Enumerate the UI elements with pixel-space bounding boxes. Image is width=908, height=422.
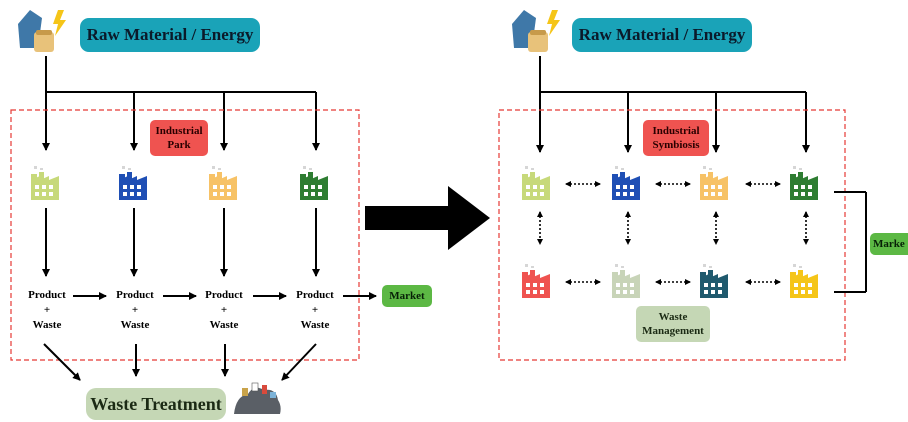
right-exchange-arrows — [537, 181, 809, 285]
factory-icon — [700, 166, 728, 200]
product-text: Product — [205, 289, 243, 301]
plus-text: + — [311, 304, 319, 316]
left-market-label: Market — [382, 285, 432, 307]
product-text: Product — [296, 289, 334, 301]
left-feed-lines — [42, 56, 320, 151]
right-factories-top — [522, 166, 818, 200]
plus-text: + — [220, 304, 228, 316]
waste-treatment-label: Waste Treatment — [86, 388, 226, 420]
factory-icon — [612, 264, 640, 298]
waste-text: Waste — [300, 319, 330, 331]
right-industrial-symbiosis-label: Industrial Symbiosis — [643, 120, 709, 156]
factory-icon — [612, 166, 640, 200]
factory-icon — [31, 166, 59, 200]
waste-text: Waste — [120, 319, 150, 331]
factory-icon — [300, 166, 328, 200]
factory-icon — [522, 264, 550, 298]
resource-bag-icon — [18, 10, 54, 52]
left-output-arrows — [42, 208, 320, 277]
left-waste-arrows — [43, 343, 317, 381]
product-waste-2: Product + Waste — [110, 288, 160, 333]
resource-bag-icon — [512, 10, 548, 52]
lightning-icon — [547, 10, 560, 36]
factory-icon — [209, 166, 237, 200]
product-waste-3: Product + Waste — [199, 288, 249, 333]
left-diagram — [10, 10, 377, 414]
right-factories-bottom — [522, 264, 818, 298]
right-diagram — [498, 10, 867, 361]
lightning-icon — [53, 10, 66, 36]
factory-icon — [790, 264, 818, 298]
left-park-boundary — [10, 109, 360, 361]
factory-icon — [790, 166, 818, 200]
right-market-label: Marke — [870, 233, 908, 255]
plus-text: + — [131, 304, 139, 316]
transition-arrow — [365, 186, 490, 250]
factory-icon — [119, 166, 147, 200]
left-factories — [31, 166, 328, 200]
plus-text: + — [43, 304, 51, 316]
waste-text: Waste — [32, 319, 62, 331]
right-raw-material-label: Raw Material / Energy — [572, 18, 752, 52]
left-raw-material-label: Raw Material / Energy — [80, 18, 260, 52]
garbage-pile-icon — [234, 382, 281, 414]
product-text: Product — [116, 289, 154, 301]
product-waste-1: Product + Waste — [22, 288, 72, 333]
right-feed-lines — [536, 56, 810, 153]
right-symbiosis-boundary — [498, 109, 846, 361]
factory-icon — [522, 166, 550, 200]
left-industrial-park-label: Industrial Park — [150, 120, 208, 156]
waste-text: Waste — [209, 319, 239, 331]
product-waste-4: Product + Waste — [290, 288, 340, 333]
right-market-bracket — [834, 191, 867, 293]
waste-management-label: Waste Management — [636, 306, 710, 342]
product-text: Product — [28, 289, 66, 301]
factory-icon — [700, 264, 728, 298]
